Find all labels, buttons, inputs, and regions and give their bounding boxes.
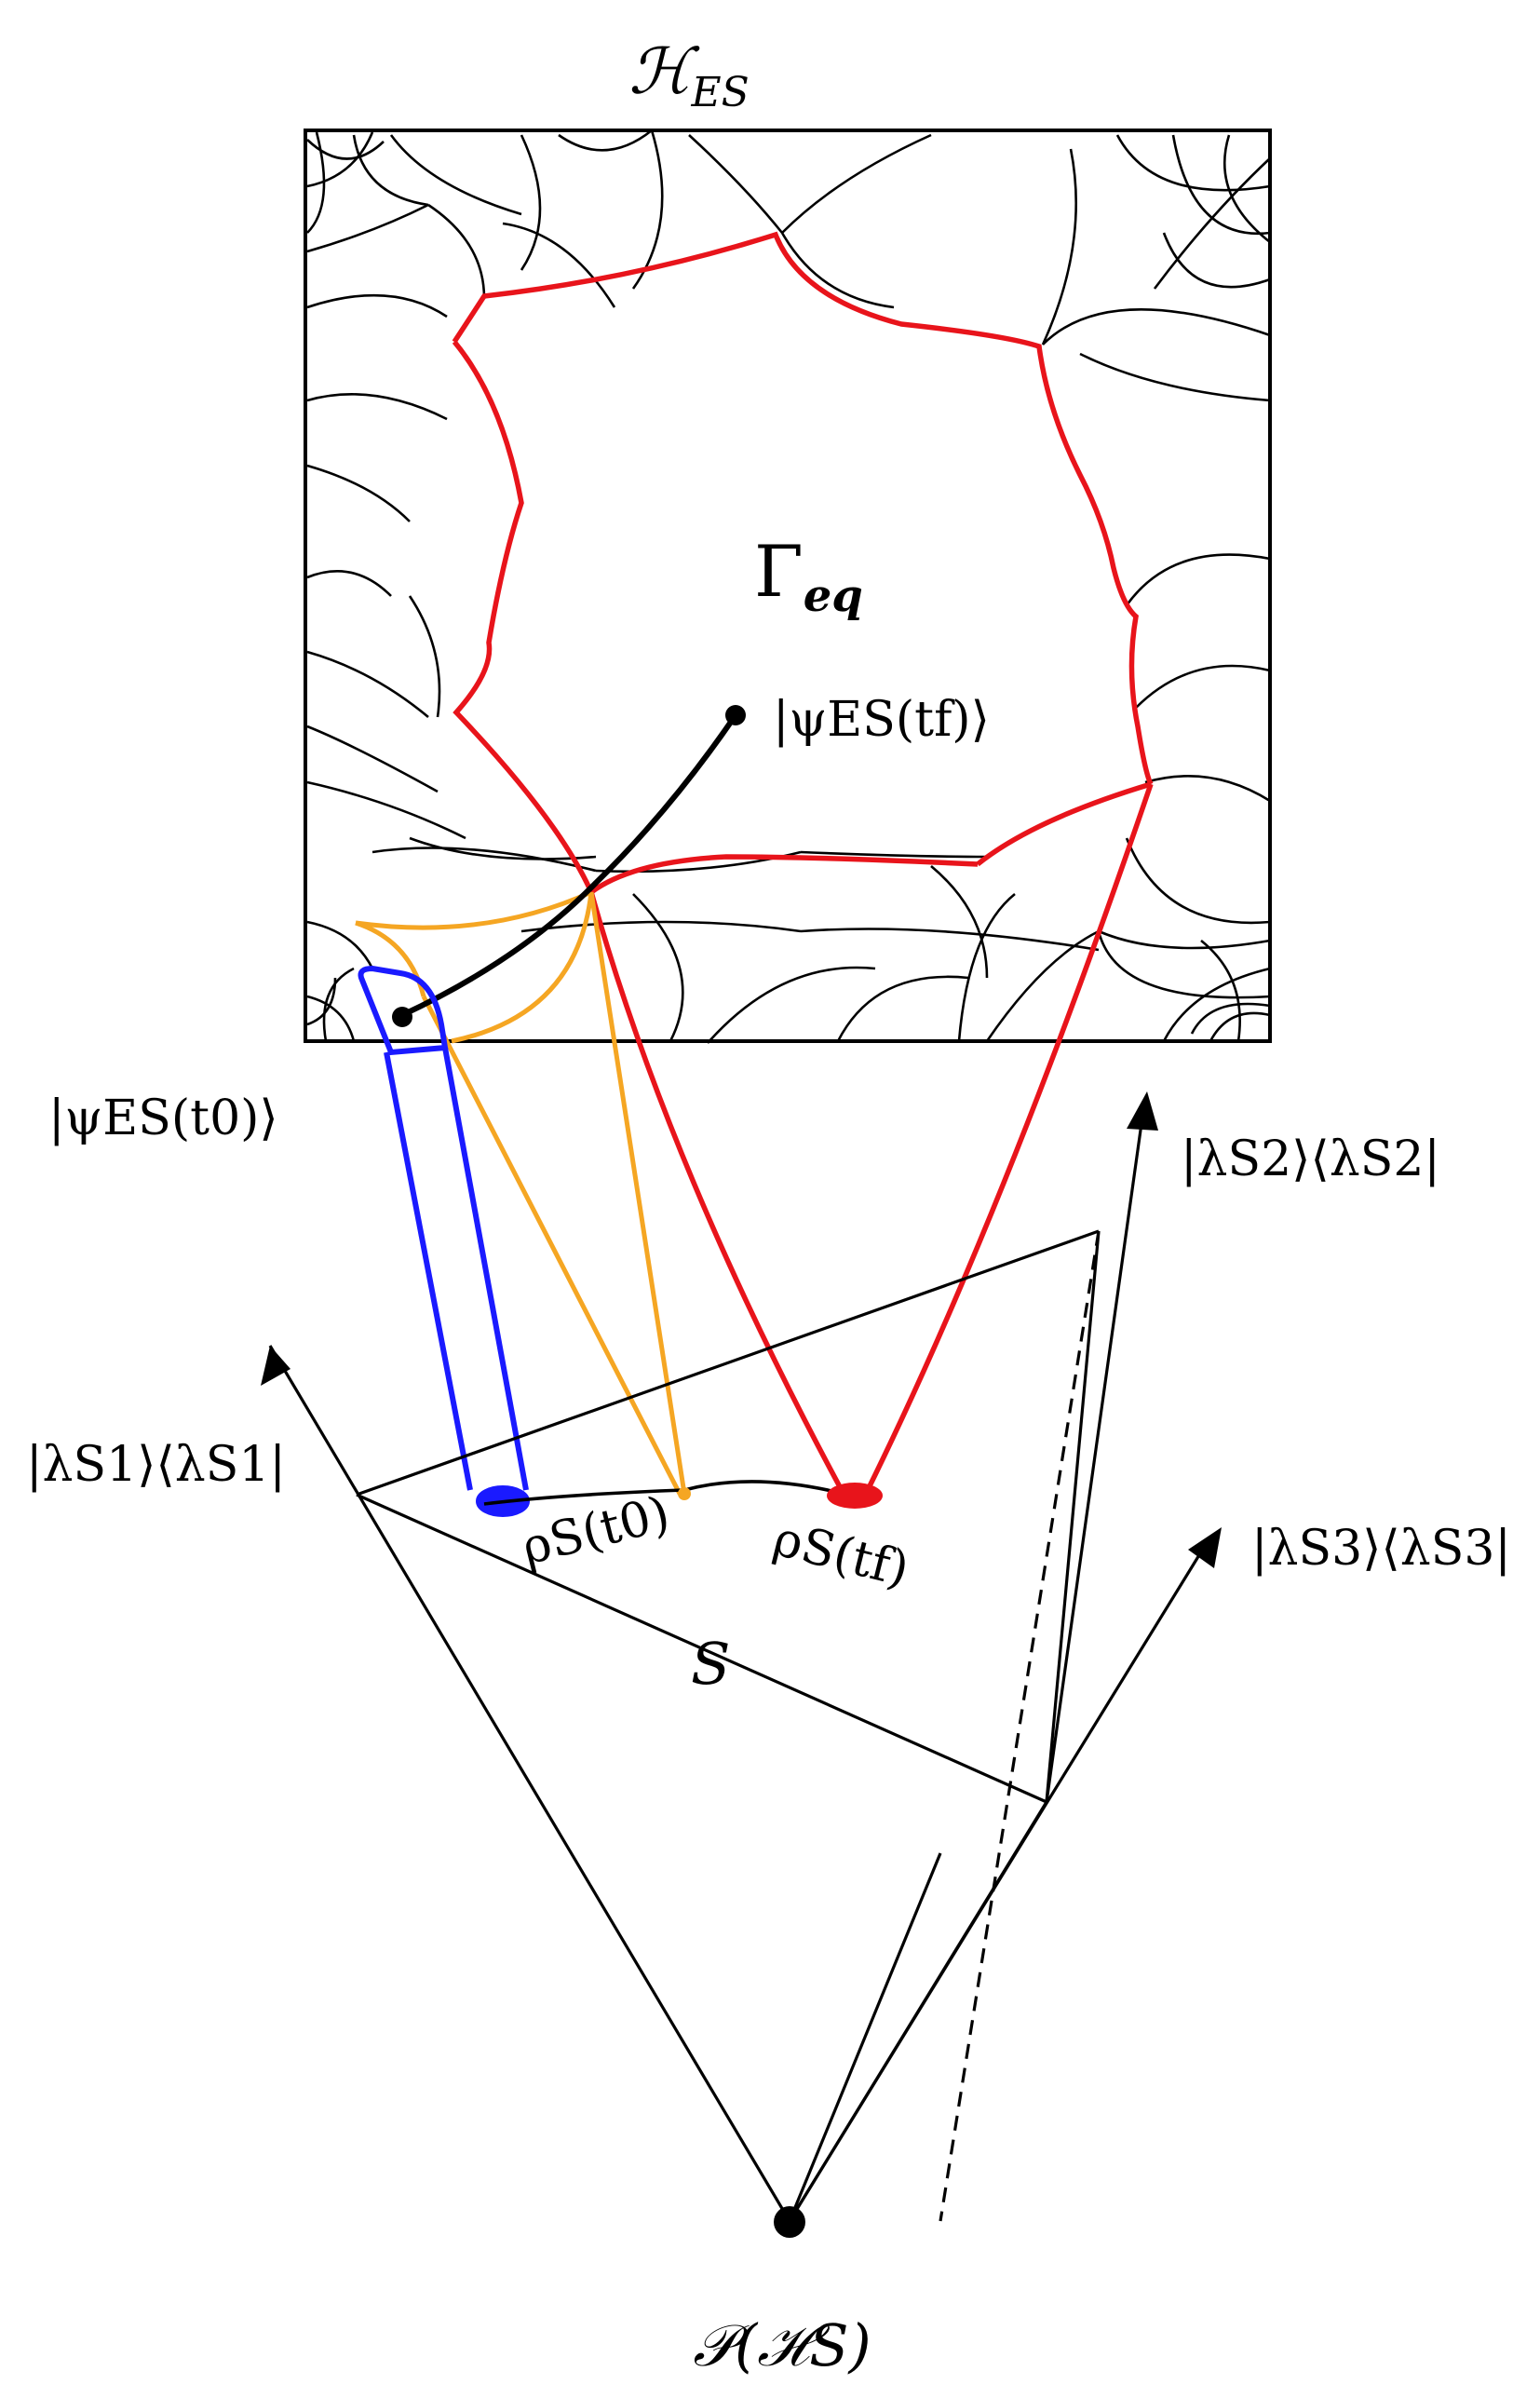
projector-3-label: |λS3⟩⟨λS3| [1251, 1521, 1511, 1577]
gamma-eq-label: Γeq [754, 530, 863, 622]
psi-tf-label: |ψES(tf)⟩ [773, 692, 990, 748]
state-trajectory [400, 713, 738, 1018]
projective-space-base-point [774, 2206, 805, 2238]
initial-region-boundary [355, 889, 687, 1496]
projective-space-label: 𝒫(ℋS) [693, 2311, 871, 2379]
psi-t0-label: |ψES(t0)⟩ [48, 1091, 278, 1146]
simplex-label: S [691, 1630, 730, 1698]
rho-t0-orange-point [678, 1487, 691, 1500]
psi-tf-point [725, 705, 746, 725]
psi-t0-point [392, 1007, 412, 1027]
axis-arrowheads [261, 1091, 1222, 1568]
simplex [268, 1109, 1207, 2222]
projector-2-label: |λS2⟩⟨λS2| [1181, 1131, 1440, 1187]
rho-tf-label: ρS(tf) [768, 1511, 914, 1598]
projector-1-label: |λS1⟩⟨λS1| [26, 1437, 286, 1493]
hilbert-space-label: ℋES [628, 35, 749, 116]
hilbert-space-box [304, 129, 1272, 1043]
equilibrium-region-boundary [452, 231, 1154, 1496]
initial-state-tube [358, 965, 530, 1517]
cell-tessellation [306, 129, 1271, 1044]
rho-tf-point [827, 1483, 883, 1509]
